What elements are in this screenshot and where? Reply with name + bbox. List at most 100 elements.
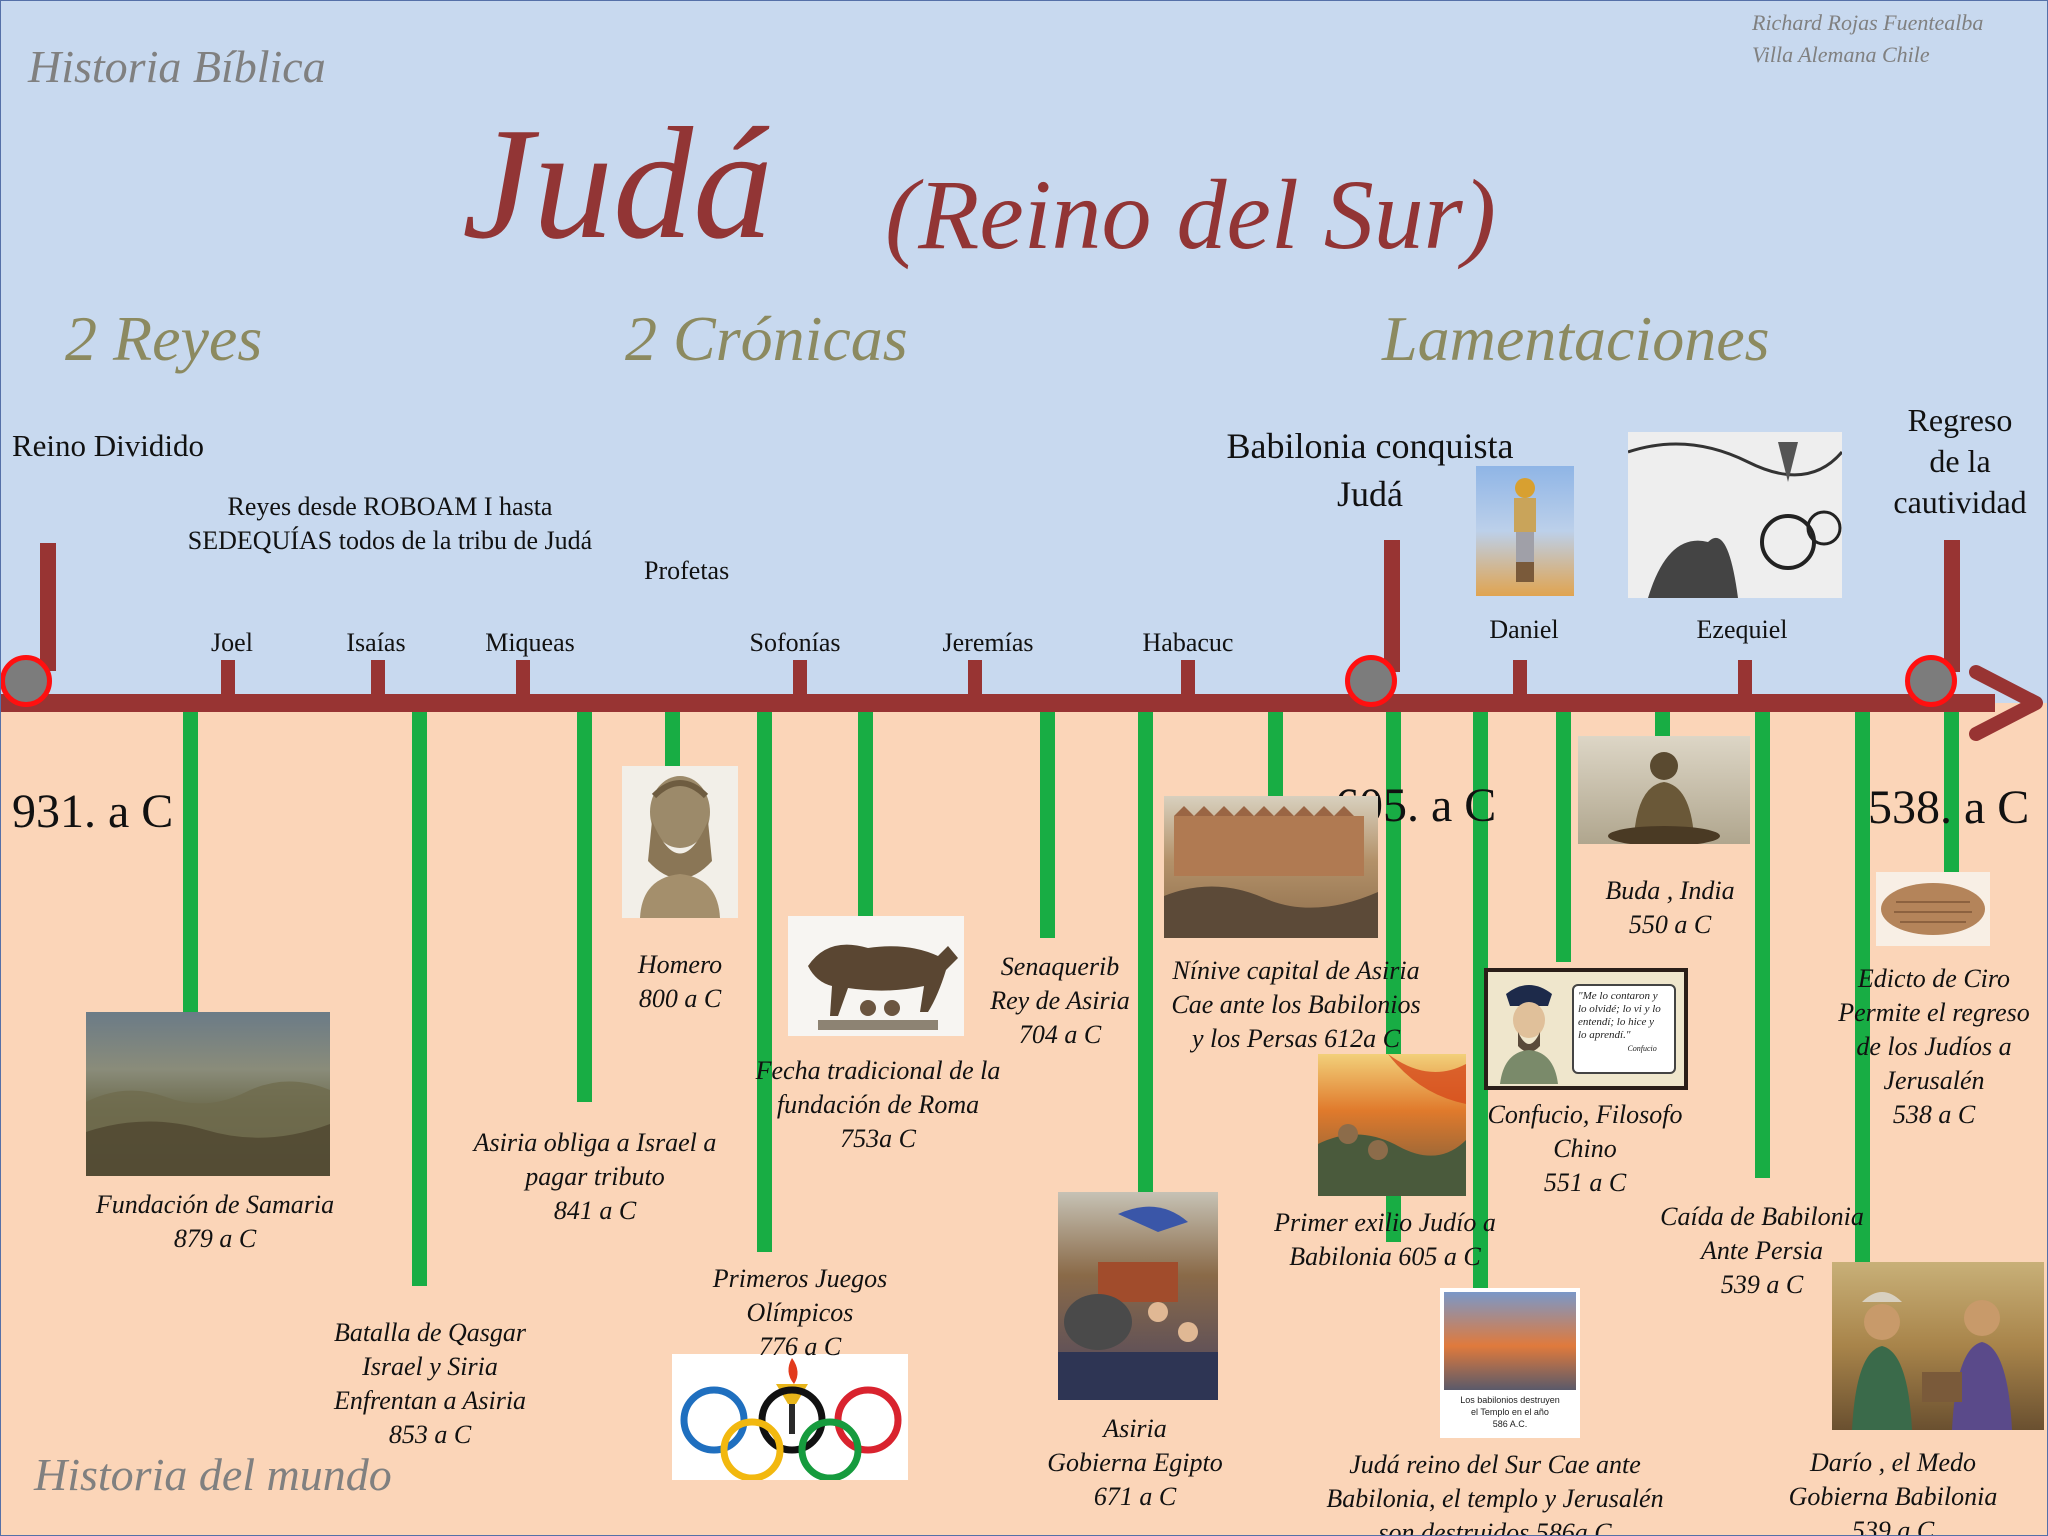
- darius-image: [1832, 1262, 2044, 1430]
- author-name: Richard Rojas Fuentealba: [1752, 10, 1984, 35]
- event-templo: Judá reino del Sur Cae ante Babilonia, e…: [1326, 1450, 1664, 1536]
- event-buda: Buda , India 550 a C: [1605, 876, 1735, 939]
- event-olimpicos: Primeros Juegos Olímpicos 776 a C: [712, 1264, 888, 1356]
- event-line-ciro: [1944, 712, 1959, 872]
- event-homero: Homero 800 a C: [637, 950, 723, 1013]
- olympic-rings-icon: [680, 1358, 902, 1480]
- event-confucio: Confucio, Filosofo Chino 551 a C: [1487, 1100, 1683, 1197]
- tick-isaias: [371, 660, 385, 700]
- divided-kingdom-label: Reino Dividido: [12, 428, 205, 463]
- hills-icon: [86, 1081, 330, 1176]
- tick-daniel: [1513, 660, 1527, 700]
- event-line-roma: [858, 712, 873, 918]
- date-931: 931. a C: [12, 785, 174, 838]
- confucius-portrait-icon: [1500, 985, 1558, 1084]
- timeline-axis: [0, 694, 1995, 712]
- page-subtitle: (Reino del Sur): [885, 159, 1496, 270]
- marker-538: [1905, 655, 1957, 707]
- buddha-image: [1578, 736, 1750, 844]
- marker-605: [1345, 655, 1397, 707]
- tick-ezequiel: [1738, 660, 1752, 700]
- procession-icon: [1058, 1206, 1218, 1400]
- event-line-senaquerib: [1040, 712, 1055, 938]
- prophet-habacuc: Habacuc: [1142, 628, 1234, 657]
- homer-bust-image: [622, 766, 738, 918]
- cyrus-cylinder-image: [1876, 872, 1990, 946]
- babylon-line-2: Judá: [1337, 474, 1403, 514]
- confucius-quote-bubble: "Me lo contaron y lo olvidé; lo vi y lo …: [1572, 984, 1676, 1074]
- event-caida: Caída de Babilonia Ante Persia 539 a C: [1660, 1202, 1864, 1299]
- wolf-statue-icon: [808, 944, 958, 1030]
- kings-line-2: SEDEQUÍAS todos de la tribu de Judá: [187, 526, 593, 555]
- event-line-templo: [1473, 712, 1488, 1288]
- tick-habacuc: [1181, 660, 1195, 700]
- event-line-homero: [665, 712, 680, 766]
- temple-caption: Los babilonios destruyen el Templo en el…: [1460, 1395, 1560, 1429]
- return-line-2: de la: [1929, 443, 1991, 479]
- tick-return: [1944, 540, 1960, 672]
- bust-icon: [640, 776, 720, 918]
- tick-sofonias: [793, 660, 807, 700]
- assyria-egypt-image: [1058, 1192, 1218, 1400]
- return-label: Regreso de la cautividad: [1860, 400, 2048, 523]
- world-history-label: Historia del mundo: [34, 1449, 392, 1500]
- event-dario: Darío , el Medo Gobierna Babilonia 539 a…: [1788, 1448, 1998, 1536]
- event-line-olimpicos: [757, 712, 772, 1252]
- statue-icon: [1514, 478, 1536, 582]
- kings-line-1: Reyes desde ROBOAM I hasta: [227, 492, 553, 521]
- daniel-statue-image: [1476, 466, 1574, 596]
- city-walls-icon: [1164, 806, 1378, 938]
- first-exile-image: [1318, 1054, 1466, 1196]
- prophet-ezequiel: Ezequiel: [1696, 615, 1788, 644]
- event-ciro: Edicto de Ciro Permite el regreso de los…: [1838, 964, 2030, 1129]
- tick-jeremias: [968, 660, 982, 700]
- temple-destruction-image: Los babilonios destruyen el Templo en el…: [1440, 1288, 1580, 1438]
- event-tributo: Asiria obliga a Israel a pagar tributo 8…: [473, 1128, 717, 1225]
- page-title: Judá: [462, 94, 774, 272]
- book-lamentaciones: Lamentaciones: [1382, 303, 1770, 374]
- babylon-line-1: Babilonia conquista: [1226, 426, 1514, 466]
- author-location: Villa Alemana Chile: [1752, 42, 1930, 67]
- nineveh-fall-image: [1164, 796, 1378, 938]
- kings-description: Reyes desde ROBOAM I hasta SEDEQUÍAS tod…: [120, 490, 660, 558]
- cylinder-icon: [1881, 883, 1985, 935]
- event-exilio: Primer exilio Judío a Babilonia 605 a C: [1274, 1208, 1496, 1271]
- roman-wolf-image: [788, 916, 964, 1036]
- book-2-cronicas: 2 Crónicas: [625, 303, 908, 374]
- temple-fire-picture: [1444, 1292, 1576, 1390]
- tick-joel: [221, 660, 235, 700]
- tick-miqueas: [516, 660, 530, 700]
- confucius-quote: "Me lo contaron y lo olvidé; lo vi y lo …: [1578, 990, 1661, 1053]
- prophet-sofonias: Sofonías: [749, 628, 841, 657]
- buddha-icon: [1608, 752, 1720, 844]
- book-2-reyes: 2 Reyes: [65, 303, 263, 374]
- babylon-conquest-label: Babilonia conquista Judá: [1170, 422, 1570, 518]
- vision-engraving-icon: [1628, 442, 1842, 598]
- tick-divided-kingdom: [40, 543, 56, 671]
- date-538: 538. a C: [1868, 781, 2030, 834]
- court-scene-icon: [1852, 1292, 2012, 1430]
- category-label: Historia Bíblica: [28, 41, 326, 92]
- event-qasgar: Batalla de Qasgar Israel y Siria Enfrent…: [333, 1318, 527, 1449]
- event-samaria: Fundación de Samaria 879 a C: [95, 1190, 335, 1253]
- event-roma: Fecha tradicional de la fundación de Rom…: [755, 1056, 1001, 1153]
- arrow-head-icon: [1969, 665, 2043, 741]
- ezekiel-vision-image: [1628, 432, 1842, 598]
- tick-babylon-conquest: [1384, 540, 1400, 672]
- prophet-miqueas: Miqueas: [485, 628, 575, 657]
- marker-931: [0, 655, 52, 707]
- event-line-samaria: [183, 712, 198, 1014]
- event-line-tributo: [577, 712, 592, 1102]
- olympic-rings-image: [672, 1354, 908, 1480]
- confucius-image: "Me lo contaron y lo olvidé; lo vi y lo …: [1484, 968, 1688, 1090]
- samaria-landscape-image: [86, 1012, 330, 1176]
- return-line-1: Regreso: [1907, 402, 2013, 438]
- prophet-jeremias: Jeremías: [942, 628, 1034, 657]
- event-line-ninive: [1268, 712, 1283, 800]
- event-line-egipto: [1138, 712, 1153, 1196]
- prophet-joel: Joel: [211, 628, 253, 657]
- event-ninive: Nínive capital de Asiria Cae ante los Ba…: [1171, 956, 1421, 1053]
- event-line-buda: [1655, 712, 1670, 740]
- battle-icon: [1318, 1054, 1466, 1196]
